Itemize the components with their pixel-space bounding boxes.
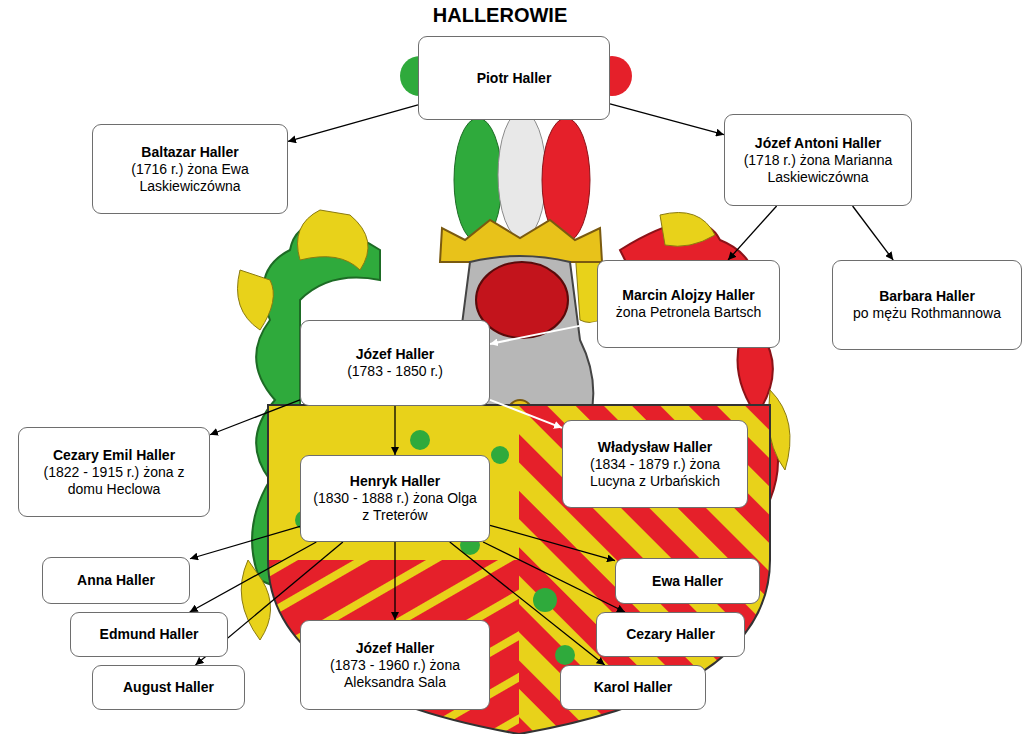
person-name: Cezary Emil Haller	[53, 447, 175, 464]
person-name: Edmund Haller	[100, 626, 199, 643]
person-details: żona Petronela Bartsch	[616, 304, 762, 321]
person-details: (1830 - 1888 r.) żona Olga z Treterów	[309, 490, 481, 524]
person-name: Karol Haller	[594, 679, 673, 696]
person-name: Józef Haller	[356, 640, 435, 657]
descent-arrow	[190, 542, 317, 612]
person-box: Barbara Hallerpo mężu Rothmannowa	[832, 260, 1022, 350]
person-name: Józef Antoni Haller	[755, 135, 881, 152]
descent-arrow	[394, 542, 395, 620]
person-box: Cezary Haller	[596, 612, 745, 657]
person-details: (1873 - 1960 r.) żona Aleksandra Sala	[309, 657, 481, 691]
descent-arrow	[728, 206, 777, 260]
descent-arrow	[490, 400, 562, 428]
descent-arrow	[210, 400, 300, 435]
person-name: Cezary Haller	[626, 626, 715, 643]
person-name: Piotr Haller	[477, 70, 552, 87]
person-details: (1716 r.) żona Ewa Laskiewiczówna	[101, 161, 279, 195]
person-box: Józef Antoni Haller(1718 r.) żona Marian…	[724, 114, 912, 206]
person-box: Marcin Alojzy Hallerżona Petronela Barts…	[597, 260, 780, 348]
person-box: Henryk Haller(1830 - 1888 r.) żona Olga …	[300, 455, 490, 542]
descent-arrow	[853, 206, 894, 260]
person-box: Edmund Haller	[70, 612, 228, 657]
shield	[268, 405, 770, 734]
person-details: (1834 - 1879 r.) żona Lucyna z Urbańskic…	[571, 456, 739, 490]
descent-arrow	[394, 406, 395, 455]
descent-arrow	[190, 526, 300, 558]
person-box: Cezary Emil Haller(1822 - 1915 r.) żona …	[18, 427, 210, 517]
person-name: Henryk Haller	[350, 473, 440, 490]
person-box: Karol Haller	[560, 665, 706, 710]
person-box: Józef Haller(1783 - 1850 r.)	[300, 320, 490, 406]
person-box: Józef Haller(1873 - 1960 r.) żona Aleksa…	[300, 620, 490, 710]
descent-arrow	[288, 105, 418, 142]
feathers	[454, 111, 590, 242]
person-box: Władysław Haller(1834 - 1879 r.) żona Lu…	[562, 420, 748, 508]
person-details: po mężu Rothmannowa	[853, 305, 1001, 322]
descent-arrow	[610, 104, 724, 135]
person-name: Ewa Haller	[652, 573, 723, 590]
person-box: Ewa Haller	[615, 558, 760, 604]
person-name: Marcin Alojzy Haller	[622, 287, 755, 304]
person-details: (1783 - 1850 r.)	[347, 363, 443, 380]
person-name: Anna Haller	[77, 572, 155, 589]
person-box: August Haller	[92, 665, 245, 710]
person-details: (1822 - 1915 r.) żona z domu Heclowa	[27, 464, 201, 498]
descent-arrow	[490, 322, 597, 344]
person-name: Barbara Haller	[879, 288, 975, 305]
person-details: (1718 r.) żona Marianna Laskiewiczówna	[733, 152, 903, 186]
person-name: Baltazar Haller	[141, 144, 238, 161]
descent-arrow	[483, 542, 625, 612]
person-name: Józef Haller	[356, 346, 435, 363]
person-box: Piotr Haller	[418, 36, 610, 120]
person-name: Władysław Haller	[598, 439, 712, 456]
person-box: Baltazar Haller(1716 r.) żona Ewa Laskie…	[92, 124, 288, 214]
diagram-title: HALLEROWIE	[0, 4, 1000, 27]
person-box: Anna Haller	[42, 557, 190, 604]
person-name: August Haller	[123, 679, 214, 696]
